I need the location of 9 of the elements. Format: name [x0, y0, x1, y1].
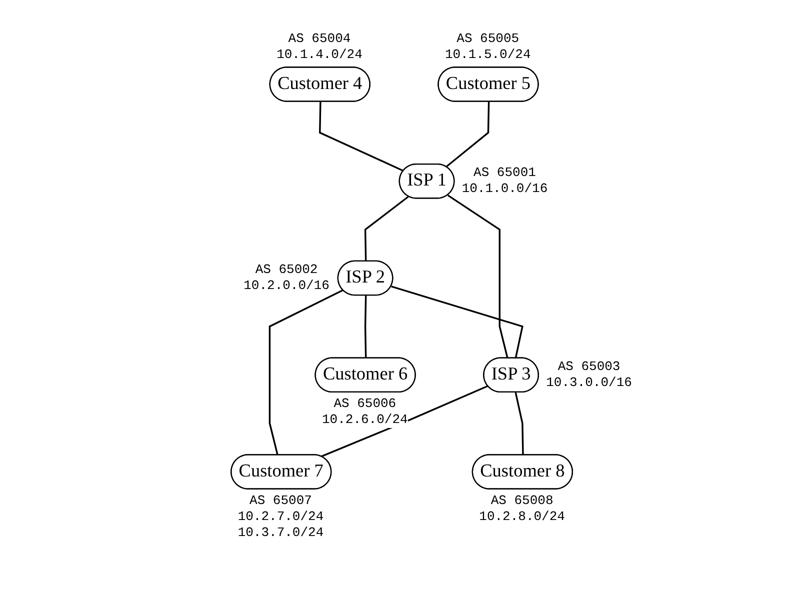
connector [318, 102, 404, 172]
connector [390, 286, 524, 359]
connector [514, 392, 524, 456]
connector [447, 194, 508, 359]
connector [364, 196, 409, 262]
node-caption: AS 65006 10.2.6.0/24 [322, 396, 408, 428]
connector [268, 289, 344, 456]
connector [364, 296, 366, 358]
connector [445, 102, 490, 168]
